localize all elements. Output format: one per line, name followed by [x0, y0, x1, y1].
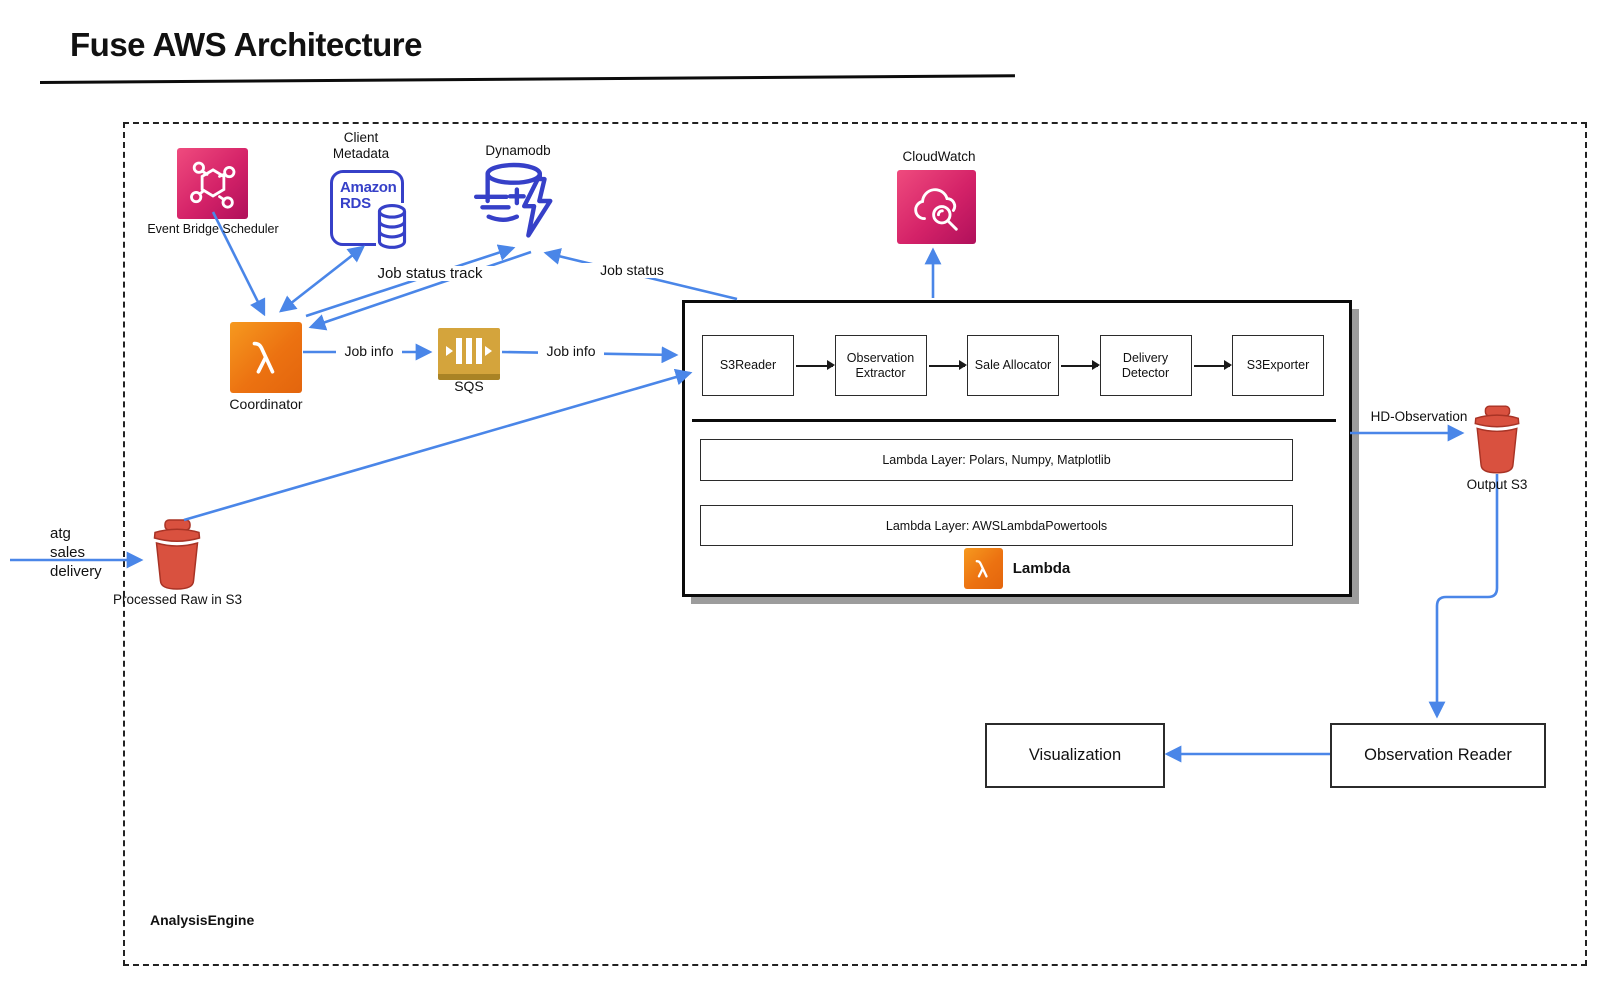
- coordinator-label: Coordinator: [229, 396, 303, 412]
- job-info-label-1: Job info: [336, 344, 402, 359]
- lambda-group-container: S3Reader Observation Extractor Sale Allo…: [682, 300, 1352, 597]
- lambda-badge: Lambda: [685, 548, 1349, 589]
- hd-observation-label: HD-Observation: [1370, 409, 1468, 424]
- lambda-glyph: [975, 559, 988, 578]
- cloudwatch-icon: [897, 170, 976, 244]
- cloudwatch-label: CloudWatch: [902, 149, 976, 164]
- observation-reader-box: Observation Reader: [1330, 723, 1546, 788]
- rds-brand-bottom: RDS: [340, 195, 371, 212]
- lambda-layer-1: Lambda Layer: Polars, Numpy, Matplotlib: [700, 439, 1293, 481]
- step-s3exporter: S3Exporter: [1232, 335, 1324, 396]
- client-metadata-caption: Client Metadata: [332, 130, 390, 161]
- step-observation-extractor: Observation Extractor: [834, 335, 927, 396]
- lambda-small-icon: [963, 548, 1003, 589]
- pipeline-arrow: [796, 360, 834, 370]
- job-info-label-2: Job info: [538, 344, 604, 359]
- sqs-arrow-glyph: [446, 346, 453, 356]
- step-s3reader: S3Reader: [702, 335, 794, 396]
- step-delivery-detector: Delivery Detector: [1099, 335, 1192, 396]
- sqs-arrow-glyph: [485, 346, 492, 356]
- lambda-divider-line: [692, 419, 1336, 422]
- output-s3-label: Output S3: [1466, 477, 1528, 492]
- step-sale-allocator: Sale Allocator: [967, 335, 1059, 396]
- visualization-label: Visualization: [1028, 746, 1122, 764]
- visualization-box: Visualization: [985, 723, 1165, 788]
- pipeline-row: S3Reader Observation Extractor Sale Allo…: [702, 335, 1324, 396]
- database-cylinder-icon: [376, 203, 408, 251]
- sqs-icon: [438, 328, 500, 380]
- eventbridge-glyph: [189, 161, 235, 209]
- title-underline: [39, 74, 1015, 84]
- lambda-glyph: [252, 341, 275, 374]
- job-status-track-label: Job status track: [357, 266, 503, 281]
- amazon-rds-icon: Amazon RDS: [330, 170, 408, 251]
- coordinator-lambda-icon: [230, 322, 302, 393]
- pipeline-arrow: [928, 360, 967, 370]
- cloudwatch-glyph: [913, 188, 958, 231]
- analysis-engine-label: AnalysisEngine: [150, 912, 255, 928]
- output-s3-bucket-icon: [1474, 405, 1520, 474]
- eventbridge-scheduler-label: Event Bridge Scheduler: [147, 222, 279, 236]
- job-status-label: Job status: [574, 263, 690, 278]
- rds-brand-top: Amazon: [340, 179, 397, 196]
- processed-raw-s3-label: Processed Raw in S3: [112, 592, 243, 607]
- page-title: Fuse AWS Architecture: [70, 26, 422, 63]
- pipeline-arrow: [1193, 360, 1232, 370]
- external-input-text: atg sales delivery: [50, 525, 102, 580]
- lambda-layer-2: Lambda Layer: AWSLambdaPowertools: [700, 505, 1293, 546]
- lambda-badge-label: Lambda: [1012, 560, 1071, 577]
- sqs-bar-glyph: [466, 338, 472, 364]
- observation-reader-label: Observation Reader: [1364, 746, 1512, 764]
- sqs-bar-glyph: [476, 338, 482, 364]
- processed-raw-s3-bucket-icon: [153, 519, 201, 590]
- eventbridge-scheduler-icon: [177, 148, 248, 219]
- dynamodb-icon: [473, 162, 553, 238]
- dynamodb-label: Dynamodb: [485, 143, 551, 158]
- sqs-bar-glyph: [456, 338, 462, 364]
- pipeline-arrow: [1061, 360, 1099, 370]
- sqs-label: SQS: [454, 378, 484, 394]
- analysis-engine-group-border: [123, 122, 1587, 966]
